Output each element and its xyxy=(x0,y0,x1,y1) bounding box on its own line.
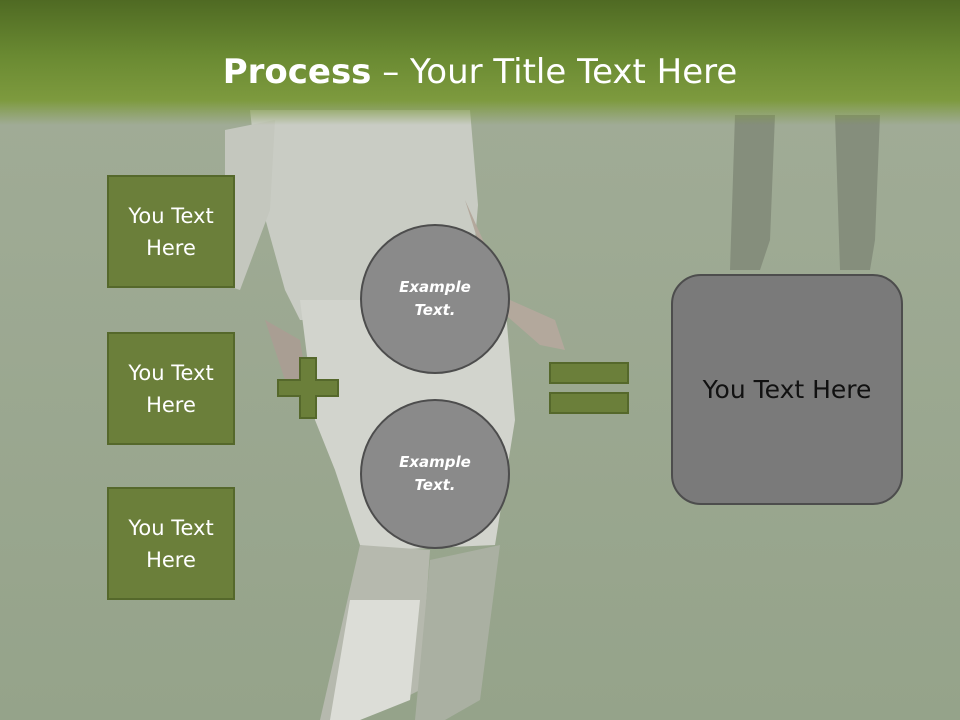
equals-icon xyxy=(549,362,629,414)
input-box-3[interactable]: You Text Here xyxy=(107,487,235,600)
input-box-2[interactable]: You Text Here xyxy=(107,332,235,445)
result-label: You Text Here xyxy=(702,375,872,404)
operand-circle-1[interactable]: Example Text. xyxy=(360,224,510,374)
title-bold: Process xyxy=(222,52,372,92)
plus-icon xyxy=(277,357,339,419)
title-rest: – Your Title Text Here xyxy=(371,52,738,92)
operand-label: Example Text. xyxy=(399,278,471,319)
result-box[interactable]: You Text Here xyxy=(671,274,903,505)
input-box-1[interactable]: You Text Here xyxy=(107,175,235,288)
title-banner xyxy=(0,0,960,125)
input-box-label: You Text Here xyxy=(128,360,214,417)
slide-title: Process – Your Title Text Here xyxy=(0,52,960,92)
operand-label: Example Text. xyxy=(399,453,471,494)
input-box-label: You Text Here xyxy=(128,203,214,260)
operand-circle-2[interactable]: Example Text. xyxy=(360,399,510,549)
input-box-label: You Text Here xyxy=(128,515,214,572)
